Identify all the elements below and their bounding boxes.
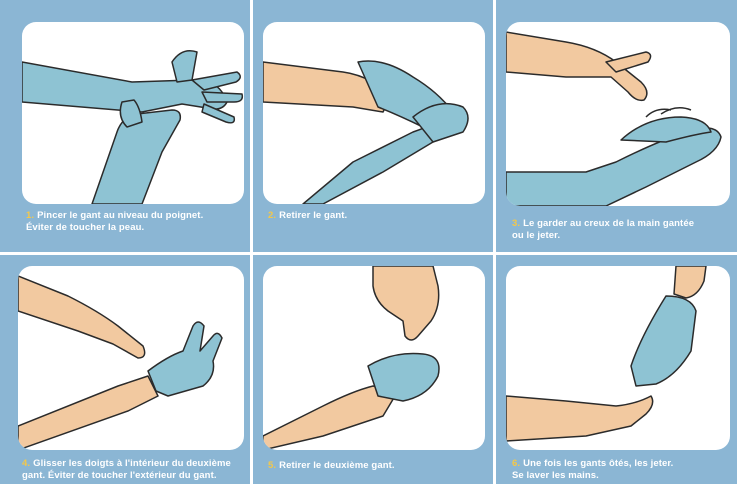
step-6-caption: 6.Une fois les gants ôtés, les jeter. Se… xyxy=(512,458,734,482)
step-4-text-line-2: gant. Éviter de toucher l'extérieur du g… xyxy=(22,470,248,482)
discard-gloves-icon xyxy=(506,266,730,450)
step-3-illustration xyxy=(506,22,730,206)
step-4-text-line-1: Glisser les doigts à l'intérieur du deux… xyxy=(33,458,231,469)
column-divider xyxy=(250,0,253,484)
hold-glove-icon xyxy=(506,22,730,206)
remove-second-glove-icon xyxy=(263,266,485,450)
step-6-illustration xyxy=(506,266,730,450)
step-5-text-line-1: Retirer le deuxième gant. xyxy=(279,460,394,471)
step-1-caption: 1.Pincer le gant au niveau du poignet. É… xyxy=(26,210,246,234)
step-5-caption: 5.Retirer le deuxième gant. xyxy=(268,460,488,472)
step-4-illustration xyxy=(18,266,244,450)
slide-fingers-icon xyxy=(18,266,244,450)
step-6-number: 6. xyxy=(512,458,520,469)
remove-glove-icon xyxy=(263,22,485,204)
step-3-text-line-2: ou le jeter. xyxy=(512,230,734,242)
step-5-number: 5. xyxy=(268,460,276,471)
column-divider xyxy=(493,0,496,484)
step-3-caption: 3.Le garder au creux de la main gantée o… xyxy=(512,218,734,242)
step-2-number: 2. xyxy=(268,210,276,221)
step-1-text-line-2: Éviter de toucher la peau. xyxy=(26,222,246,234)
step-3-text-line-1: Le garder au creux de la main gantée xyxy=(523,218,694,229)
step-6-text-line-1: Une fois les gants ôtés, les jeter. xyxy=(523,458,673,469)
step-4-caption: 4.Glisser les doigts à l'intérieur du de… xyxy=(22,458,248,482)
pinch-glove-icon xyxy=(22,22,244,204)
row-divider xyxy=(0,252,737,255)
step-5-illustration xyxy=(263,266,485,450)
step-2-text-line-1: Retirer le gant. xyxy=(279,210,347,221)
step-2-illustration xyxy=(263,22,485,204)
step-2-caption: 2.Retirer le gant. xyxy=(268,210,488,222)
step-1-number: 1. xyxy=(26,210,34,221)
step-1-text-line-1: Pincer le gant au niveau du poignet. xyxy=(37,210,203,221)
step-3-number: 3. xyxy=(512,218,520,229)
step-6-text-line-2: Se laver les mains. xyxy=(512,470,734,482)
step-1-illustration xyxy=(22,22,244,204)
step-4-number: 4. xyxy=(22,458,30,469)
